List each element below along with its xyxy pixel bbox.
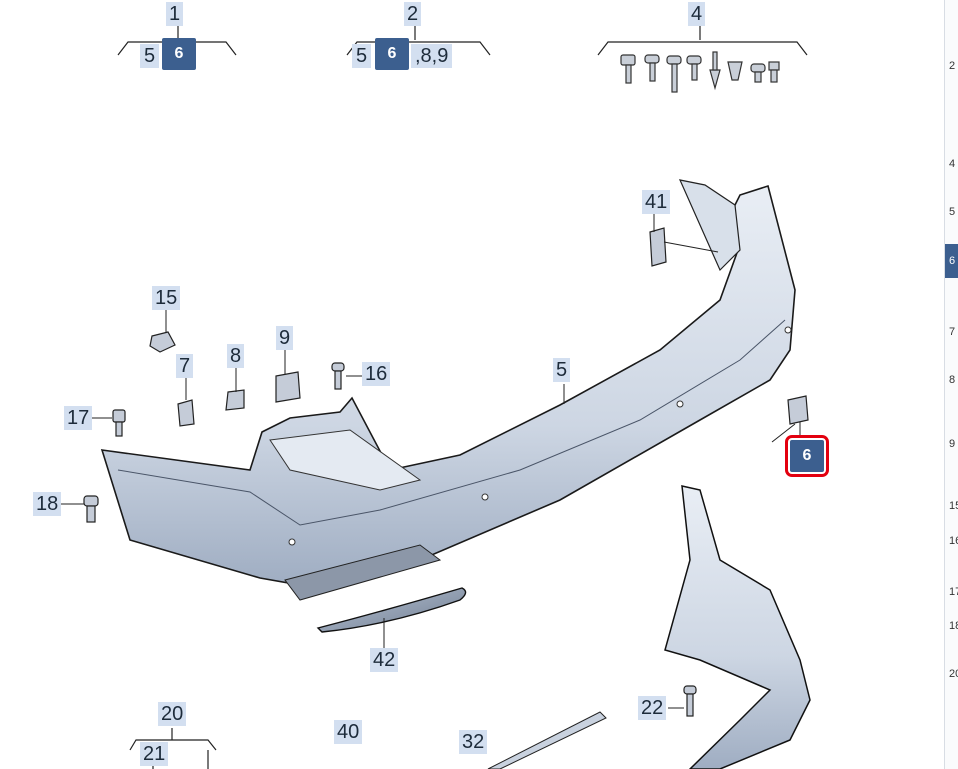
callout-18[interactable]: 18	[33, 492, 62, 516]
callout-9[interactable]: 9	[276, 326, 294, 350]
parts-list-item-active[interactable]: 6	[945, 244, 958, 278]
callout-16[interactable]: 16	[362, 362, 391, 386]
callout-1[interactable]: 1	[166, 2, 184, 26]
callout-40[interactable]: 40	[334, 720, 363, 744]
parts-list-panel: 2 4 5 6 7 8 9 15 16 17 18 20	[944, 0, 958, 769]
callout-4[interactable]: 4	[688, 2, 706, 26]
parts-list-item[interactable]: 7	[949, 326, 956, 338]
parts-list-item[interactable]: 4	[949, 158, 956, 170]
callout-32[interactable]: 32	[459, 730, 488, 754]
fastener-set-icon	[620, 51, 780, 93]
parts-list-item[interactable]: 5	[949, 206, 956, 218]
callout-8[interactable]: 8	[227, 344, 245, 368]
callout-5[interactable]: 5	[553, 358, 571, 382]
parts-list-item[interactable]: 2	[949, 60, 956, 72]
parts-list-item[interactable]: 8	[949, 374, 956, 386]
group-2-prefix: 5	[352, 44, 372, 68]
callout-20[interactable]: 20	[158, 702, 187, 726]
callout-2[interactable]: 2	[404, 2, 422, 26]
group-1-prefix: 5	[140, 44, 160, 68]
callout-41[interactable]: 41	[642, 190, 671, 214]
bumper-trim-strip[interactable]	[316, 587, 467, 633]
bumper-side-bracket[interactable]	[664, 485, 811, 769]
parts-list-item[interactable]: 20	[949, 668, 958, 680]
screw-icon	[83, 362, 697, 717]
parts-list-item[interactable]: 17	[949, 586, 958, 598]
group-2-chip[interactable]: 6	[375, 38, 409, 70]
group-2-suffix: ,8,9	[411, 44, 453, 68]
clip-icon	[149, 227, 809, 427]
callout-17[interactable]: 17	[64, 406, 93, 430]
lower-reinforcement-strip[interactable]	[487, 711, 607, 769]
callout-7[interactable]: 7	[176, 354, 194, 378]
parts-list-item[interactable]: 15	[949, 500, 958, 512]
callout-42[interactable]: 42	[370, 648, 399, 672]
group-1-chip[interactable]: 6	[162, 38, 196, 70]
parts-list-item[interactable]: 16	[949, 535, 958, 547]
parts-list-item[interactable]: 18	[949, 620, 958, 632]
callout-21[interactable]: 21	[140, 742, 169, 766]
callout-22[interactable]: 22	[638, 696, 667, 720]
callout-15[interactable]: 15	[152, 286, 181, 310]
rear-bumper-cover[interactable]	[100, 179, 796, 601]
parts-list-item[interactable]: 9	[949, 438, 956, 450]
selected-part-chip[interactable]: 6	[785, 435, 829, 477]
